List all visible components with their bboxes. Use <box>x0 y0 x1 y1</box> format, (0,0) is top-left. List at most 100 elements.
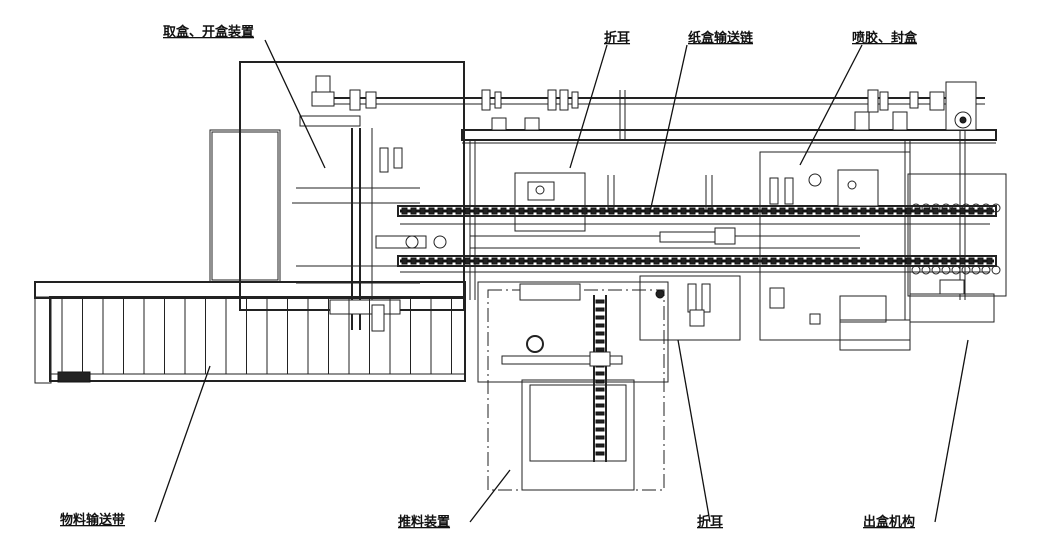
chain-link <box>671 257 678 265</box>
chain-link <box>815 257 822 265</box>
chain-link <box>761 207 768 215</box>
chain-link <box>806 207 813 215</box>
chain-link <box>554 257 561 265</box>
chain-link <box>896 207 903 215</box>
chain-link <box>545 207 552 215</box>
chain-link <box>563 257 570 265</box>
output-chain-link <box>981 203 991 213</box>
rack-tooth <box>595 331 605 336</box>
chain-link <box>518 257 525 265</box>
chain-link <box>887 207 894 215</box>
chain-link <box>914 207 921 215</box>
chain-link <box>941 207 948 215</box>
label-material-belt: 物料输送带 <box>60 512 125 528</box>
output-chain-link <box>951 203 961 213</box>
output-chain-link <box>921 265 931 275</box>
chain-link <box>689 207 696 215</box>
chain-link <box>698 257 705 265</box>
chain-link <box>941 257 948 265</box>
chain-link <box>473 257 480 265</box>
chain-link <box>473 207 480 215</box>
label-fold-ear-top: 折耳 <box>604 30 630 46</box>
chain-link <box>851 207 858 215</box>
chain-link <box>635 207 642 215</box>
chain-link <box>878 257 885 265</box>
chain-link <box>545 257 552 265</box>
chain-link <box>914 257 921 265</box>
chain-link <box>725 207 732 215</box>
rack-tooth <box>595 323 605 328</box>
chain-link <box>734 207 741 215</box>
chain-link <box>797 207 804 215</box>
chain-link <box>419 257 426 265</box>
output-chain-link <box>911 265 921 275</box>
chain-link <box>572 257 579 265</box>
rack-tooth <box>595 451 605 456</box>
output-chain-link <box>991 203 1001 213</box>
chain-link <box>572 207 579 215</box>
chain-link <box>734 257 741 265</box>
chain-link <box>932 257 939 265</box>
chain-link <box>716 207 723 215</box>
chain-link <box>878 207 885 215</box>
chain-link <box>680 207 687 215</box>
chain-link <box>419 207 426 215</box>
chain-link <box>986 257 993 265</box>
label-glue-seal: 喷胶、封盒 <box>852 30 918 46</box>
output-chain-link <box>911 203 921 213</box>
output-chain-link <box>951 265 961 275</box>
chain-link <box>743 207 750 215</box>
chain-link <box>527 207 534 215</box>
leader-lines <box>154 39 969 523</box>
pusher-unit <box>477 281 669 491</box>
chain-link <box>455 257 462 265</box>
chain-link <box>977 257 984 265</box>
chain-link <box>500 207 507 215</box>
chain-link <box>662 207 669 215</box>
chain-link <box>491 257 498 265</box>
chain-link <box>590 257 597 265</box>
chain-link <box>671 207 678 215</box>
chain-link <box>968 257 975 265</box>
rack-tooth <box>595 427 605 432</box>
chain-link <box>599 207 606 215</box>
rack-tooth <box>595 387 605 392</box>
folding-ear-bottom-unit <box>639 275 741 341</box>
chain-link <box>590 207 597 215</box>
chain-link <box>608 257 615 265</box>
chain-link <box>752 207 759 215</box>
chain-link <box>599 257 606 265</box>
rack-tooth <box>595 443 605 448</box>
chain-link <box>509 257 516 265</box>
chain-link <box>761 257 768 265</box>
chain-link <box>626 257 633 265</box>
chain-link <box>455 207 462 215</box>
chain-link <box>428 207 435 215</box>
chain-link <box>464 207 471 215</box>
chain-link <box>554 207 561 215</box>
chain-link <box>716 257 723 265</box>
chain-link <box>923 257 930 265</box>
chain-link <box>491 207 498 215</box>
chain-link <box>689 257 696 265</box>
chain-link <box>770 257 777 265</box>
output-chain-link <box>931 203 941 213</box>
chain-link <box>653 257 660 265</box>
chain-link <box>752 257 759 265</box>
label-carton-chain: 纸盒输送链 <box>688 30 754 46</box>
box-output-mechanism <box>907 173 1007 323</box>
output-chain-link <box>941 203 951 213</box>
chain-link <box>824 257 831 265</box>
output-chain-link <box>961 265 971 275</box>
chain-link <box>500 257 507 265</box>
chain-link <box>707 257 714 265</box>
chain-link <box>959 257 966 265</box>
label-fold-ear-bottom: 折耳 <box>697 514 723 530</box>
chain-link <box>833 257 840 265</box>
chain-link <box>536 207 543 215</box>
chain-link <box>815 207 822 215</box>
chain-link <box>446 207 453 215</box>
carton-conveyor-chain <box>397 205 997 273</box>
chain-link <box>680 257 687 265</box>
chain-link <box>707 207 714 215</box>
